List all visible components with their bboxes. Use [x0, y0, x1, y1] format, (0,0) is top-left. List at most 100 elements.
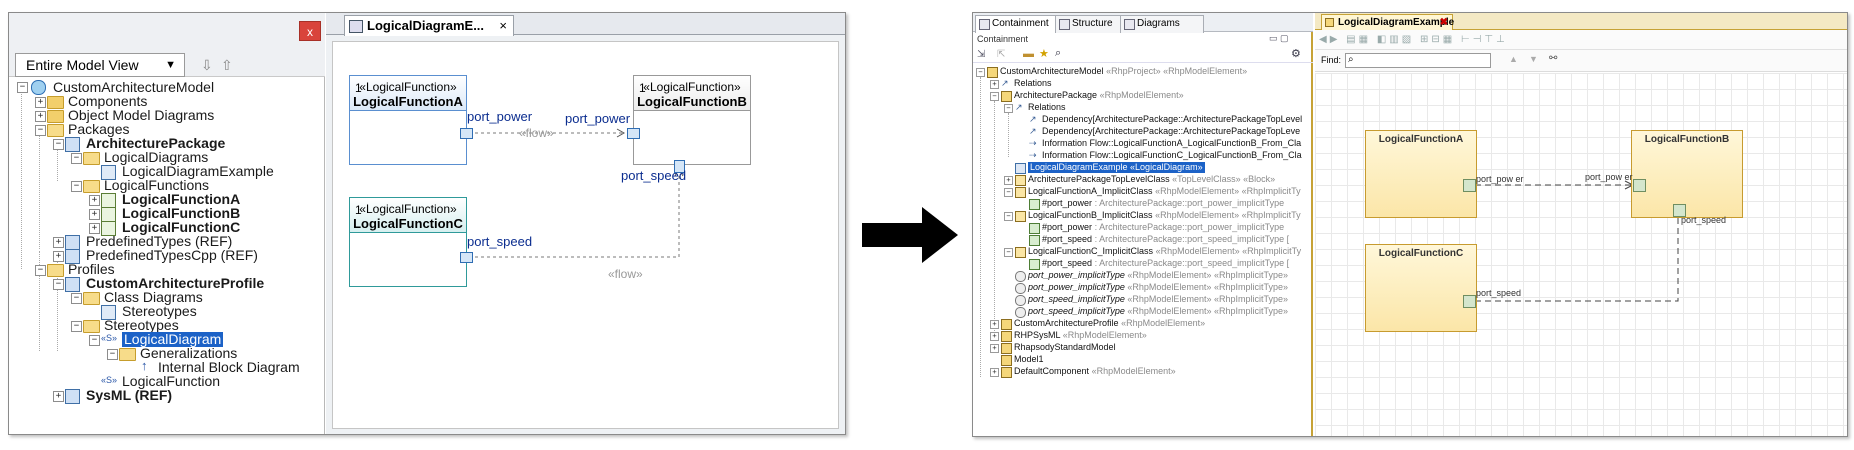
new-folder-icon[interactable]: ▬: [1023, 48, 1034, 60]
expand-toggle[interactable]: +: [89, 209, 100, 220]
logical-function-b-block[interactable]: LogicalFunctionB: [1631, 130, 1743, 218]
containment-item[interactable]: LogicalFunctionA_ImplicitClass «RhpModel…: [1028, 186, 1301, 196]
containment-item[interactable]: #port_power : ArchitecturePackage::port_…: [1042, 198, 1285, 208]
containment-item[interactable]: port_speed_implicitType «RhpModelElement…: [1028, 294, 1288, 304]
collapse-all-icon[interactable]: ⇲: [977, 49, 986, 60]
port-power-b[interactable]: [1633, 179, 1646, 192]
collapse-toggle[interactable]: −: [107, 349, 118, 360]
port-speed-c[interactable]: [460, 252, 473, 263]
containment-item[interactable]: Relations: [1028, 102, 1066, 112]
back-icon[interactable]: ◀▶: [1319, 34, 1341, 45]
containment-item[interactable]: ArchitecturePackageTopLevelClass «TopLev…: [1028, 174, 1276, 184]
tree-item-generalizations[interactable]: Generalizations: [140, 345, 238, 361]
containment-item[interactable]: port_speed_implicitType «RhpModelElement…: [1028, 306, 1288, 316]
expand-toggle[interactable]: +: [1004, 176, 1013, 185]
layout-icon[interactable]: ▤▦: [1346, 34, 1372, 45]
containment-item[interactable]: Dependency[ArchitecturePackage::Architec…: [1042, 114, 1303, 124]
port-speed-c[interactable]: [1463, 295, 1476, 308]
containment-item[interactable]: CustomArchitectureModel «RhpProject» «Rh…: [1000, 66, 1248, 76]
containment-item[interactable]: Information Flow::LogicalFunctionC_Logic…: [1042, 150, 1302, 160]
expand-toggle[interactable]: +: [35, 97, 46, 108]
collapse-toggle[interactable]: −: [71, 293, 82, 304]
expand-toggle[interactable]: +: [53, 237, 64, 248]
containment-item[interactable]: #port_speed : ArchitecturePackage::port_…: [1042, 258, 1290, 268]
containment-item[interactable]: port_power_implicitType «RhpModelElement…: [1028, 270, 1288, 280]
port-power-a[interactable]: [460, 128, 473, 139]
search-icon[interactable]: ⌕: [1055, 47, 1062, 59]
collapse-toggle[interactable]: −: [71, 153, 82, 164]
binoculars-icon[interactable]: ⚯: [1549, 53, 1558, 64]
tree-item-components[interactable]: Components: [68, 93, 148, 109]
tree-item-internal-block-diagram[interactable]: Internal Block Diagram: [158, 359, 300, 375]
find-previous-icon[interactable]: ▲: [1509, 54, 1518, 64]
collapse-toggle[interactable]: −: [35, 265, 46, 276]
collapse-toggle[interactable]: −: [53, 139, 64, 150]
expand-toggle[interactable]: +: [990, 368, 999, 377]
containment-item[interactable]: RHPSysML «RhpModelElement»: [1014, 330, 1147, 340]
expand-toggle[interactable]: +: [990, 80, 999, 89]
containment-item[interactable]: LogicalFunctionB_ImplicitClass «RhpModel…: [1028, 210, 1301, 220]
tree-item-logicalfunctionb[interactable]: LogicalFunctionB: [122, 205, 241, 221]
collapse-toggle[interactable]: −: [53, 279, 64, 290]
expand-toggle[interactable]: +: [89, 195, 100, 206]
tree-item-predefinedtypes[interactable]: PredefinedTypes (REF): [86, 233, 233, 249]
collapse-toggle[interactable]: −: [89, 335, 100, 346]
tree-item-logicaldiagramexample[interactable]: LogicalDiagramExample: [122, 163, 274, 179]
containment-item[interactable]: CustomArchitectureProfile «RhpModelEleme…: [1014, 318, 1206, 328]
tree-item-logicalfunctions[interactable]: LogicalFunctions: [104, 177, 210, 193]
diagram-canvas[interactable]: 1 «LogicalFunction» LogicalFunctionA 1 «…: [332, 41, 839, 429]
logical-function-b-block[interactable]: 1 «LogicalFunction» LogicalFunctionB: [633, 75, 751, 165]
logical-function-a-block[interactable]: 1 «LogicalFunction» LogicalFunctionA: [349, 75, 467, 165]
port-speed-b[interactable]: [1673, 204, 1686, 217]
expand-toggle[interactable]: +: [990, 320, 999, 329]
collapse-toggle[interactable]: −: [71, 181, 82, 192]
containment-item[interactable]: Relations: [1014, 78, 1052, 88]
tree-item-object-model-diagrams[interactable]: Object Model Diagrams: [68, 107, 215, 123]
tree-item-logicalfunctionc[interactable]: LogicalFunctionC: [122, 219, 241, 235]
tree-item-stereotypes[interactable]: Stereotypes: [104, 317, 179, 333]
tree-item-logicaldiagrams[interactable]: LogicalDiagrams: [104, 149, 209, 165]
tree-item-profiles[interactable]: Profiles: [68, 261, 115, 277]
expand-toggle[interactable]: +: [990, 344, 999, 353]
collapse-toggle[interactable]: −: [990, 92, 999, 101]
containment-item[interactable]: #port_power : ArchitecturePackage::port_…: [1042, 222, 1285, 232]
containment-item[interactable]: RhapsodyStandardModel: [1014, 342, 1116, 352]
find-next-icon[interactable]: ▼: [1529, 54, 1538, 64]
format-icon[interactable]: ◧▥▧: [1376, 34, 1415, 45]
arrow-up-icon[interactable]: ⇧: [221, 57, 233, 73]
collapse-toggle[interactable]: −: [1004, 104, 1013, 113]
collapse-toggle[interactable]: −: [1004, 188, 1013, 197]
logical-function-c-block[interactable]: LogicalFunctionC: [1365, 244, 1477, 332]
minimize-icon[interactable]: ▭ ▢: [1269, 33, 1289, 43]
tree-item-class-diagrams[interactable]: Class Diagrams: [104, 289, 203, 305]
expand-toggle[interactable]: +: [35, 111, 46, 122]
tree-item-logicaldiagram[interactable]: LogicalDiagram: [122, 331, 224, 347]
collapse-toggle[interactable]: −: [1004, 248, 1013, 257]
expand-all-icon[interactable]: ⇱: [997, 49, 1006, 60]
expand-toggle[interactable]: +: [89, 223, 100, 234]
containment-item[interactable]: Information Flow::LogicalFunctionA_Logic…: [1042, 138, 1302, 148]
diagram-canvas[interactable]: LogicalFunctionA LogicalFunctionB Logica…: [1315, 73, 1847, 436]
containment-item[interactable]: Dependency[ArchitecturePackage::Architec…: [1042, 126, 1301, 136]
tab-logicaldiagramexample[interactable]: LogicalDiagramExample ✖: [1321, 14, 1454, 30]
star-icon[interactable]: ★: [1039, 48, 1049, 60]
collapse-toggle[interactable]: −: [71, 321, 82, 332]
logical-function-c-block[interactable]: 1 «LogicalFunction» LogicalFunctionC: [349, 197, 467, 287]
close-icon[interactable]: ✖: [1439, 17, 1448, 28]
tree-item-sysml[interactable]: SysML (REF): [86, 387, 173, 403]
close-icon[interactable]: ×: [499, 18, 507, 33]
collapse-toggle[interactable]: −: [976, 68, 985, 77]
tree-item-stereotypes-diagram[interactable]: Stereotypes: [122, 303, 197, 319]
containment-item[interactable]: port_power_implicitType «RhpModelElement…: [1028, 282, 1288, 292]
align-icon[interactable]: ⊢⊣⊤⊥: [1461, 34, 1508, 45]
containment-item[interactable]: DefaultComponent «RhpModelElement»: [1014, 366, 1176, 376]
gear-icon[interactable]: ⚙: [1291, 48, 1301, 60]
tree-item-packages[interactable]: Packages: [68, 121, 130, 137]
collapse-toggle[interactable]: −: [1004, 212, 1013, 221]
tree-item-architecturepackage[interactable]: ArchitecturePackage: [86, 135, 226, 151]
view-selector-dropdown[interactable]: Entire Model View▼: [15, 53, 185, 77]
tree-item-logicalfunctiona[interactable]: LogicalFunctionA: [122, 191, 241, 207]
port-speed-b[interactable]: [674, 160, 685, 173]
tree-item-logicalfunction[interactable]: LogicalFunction: [122, 373, 221, 389]
logical-function-a-block[interactable]: LogicalFunctionA: [1365, 130, 1477, 218]
